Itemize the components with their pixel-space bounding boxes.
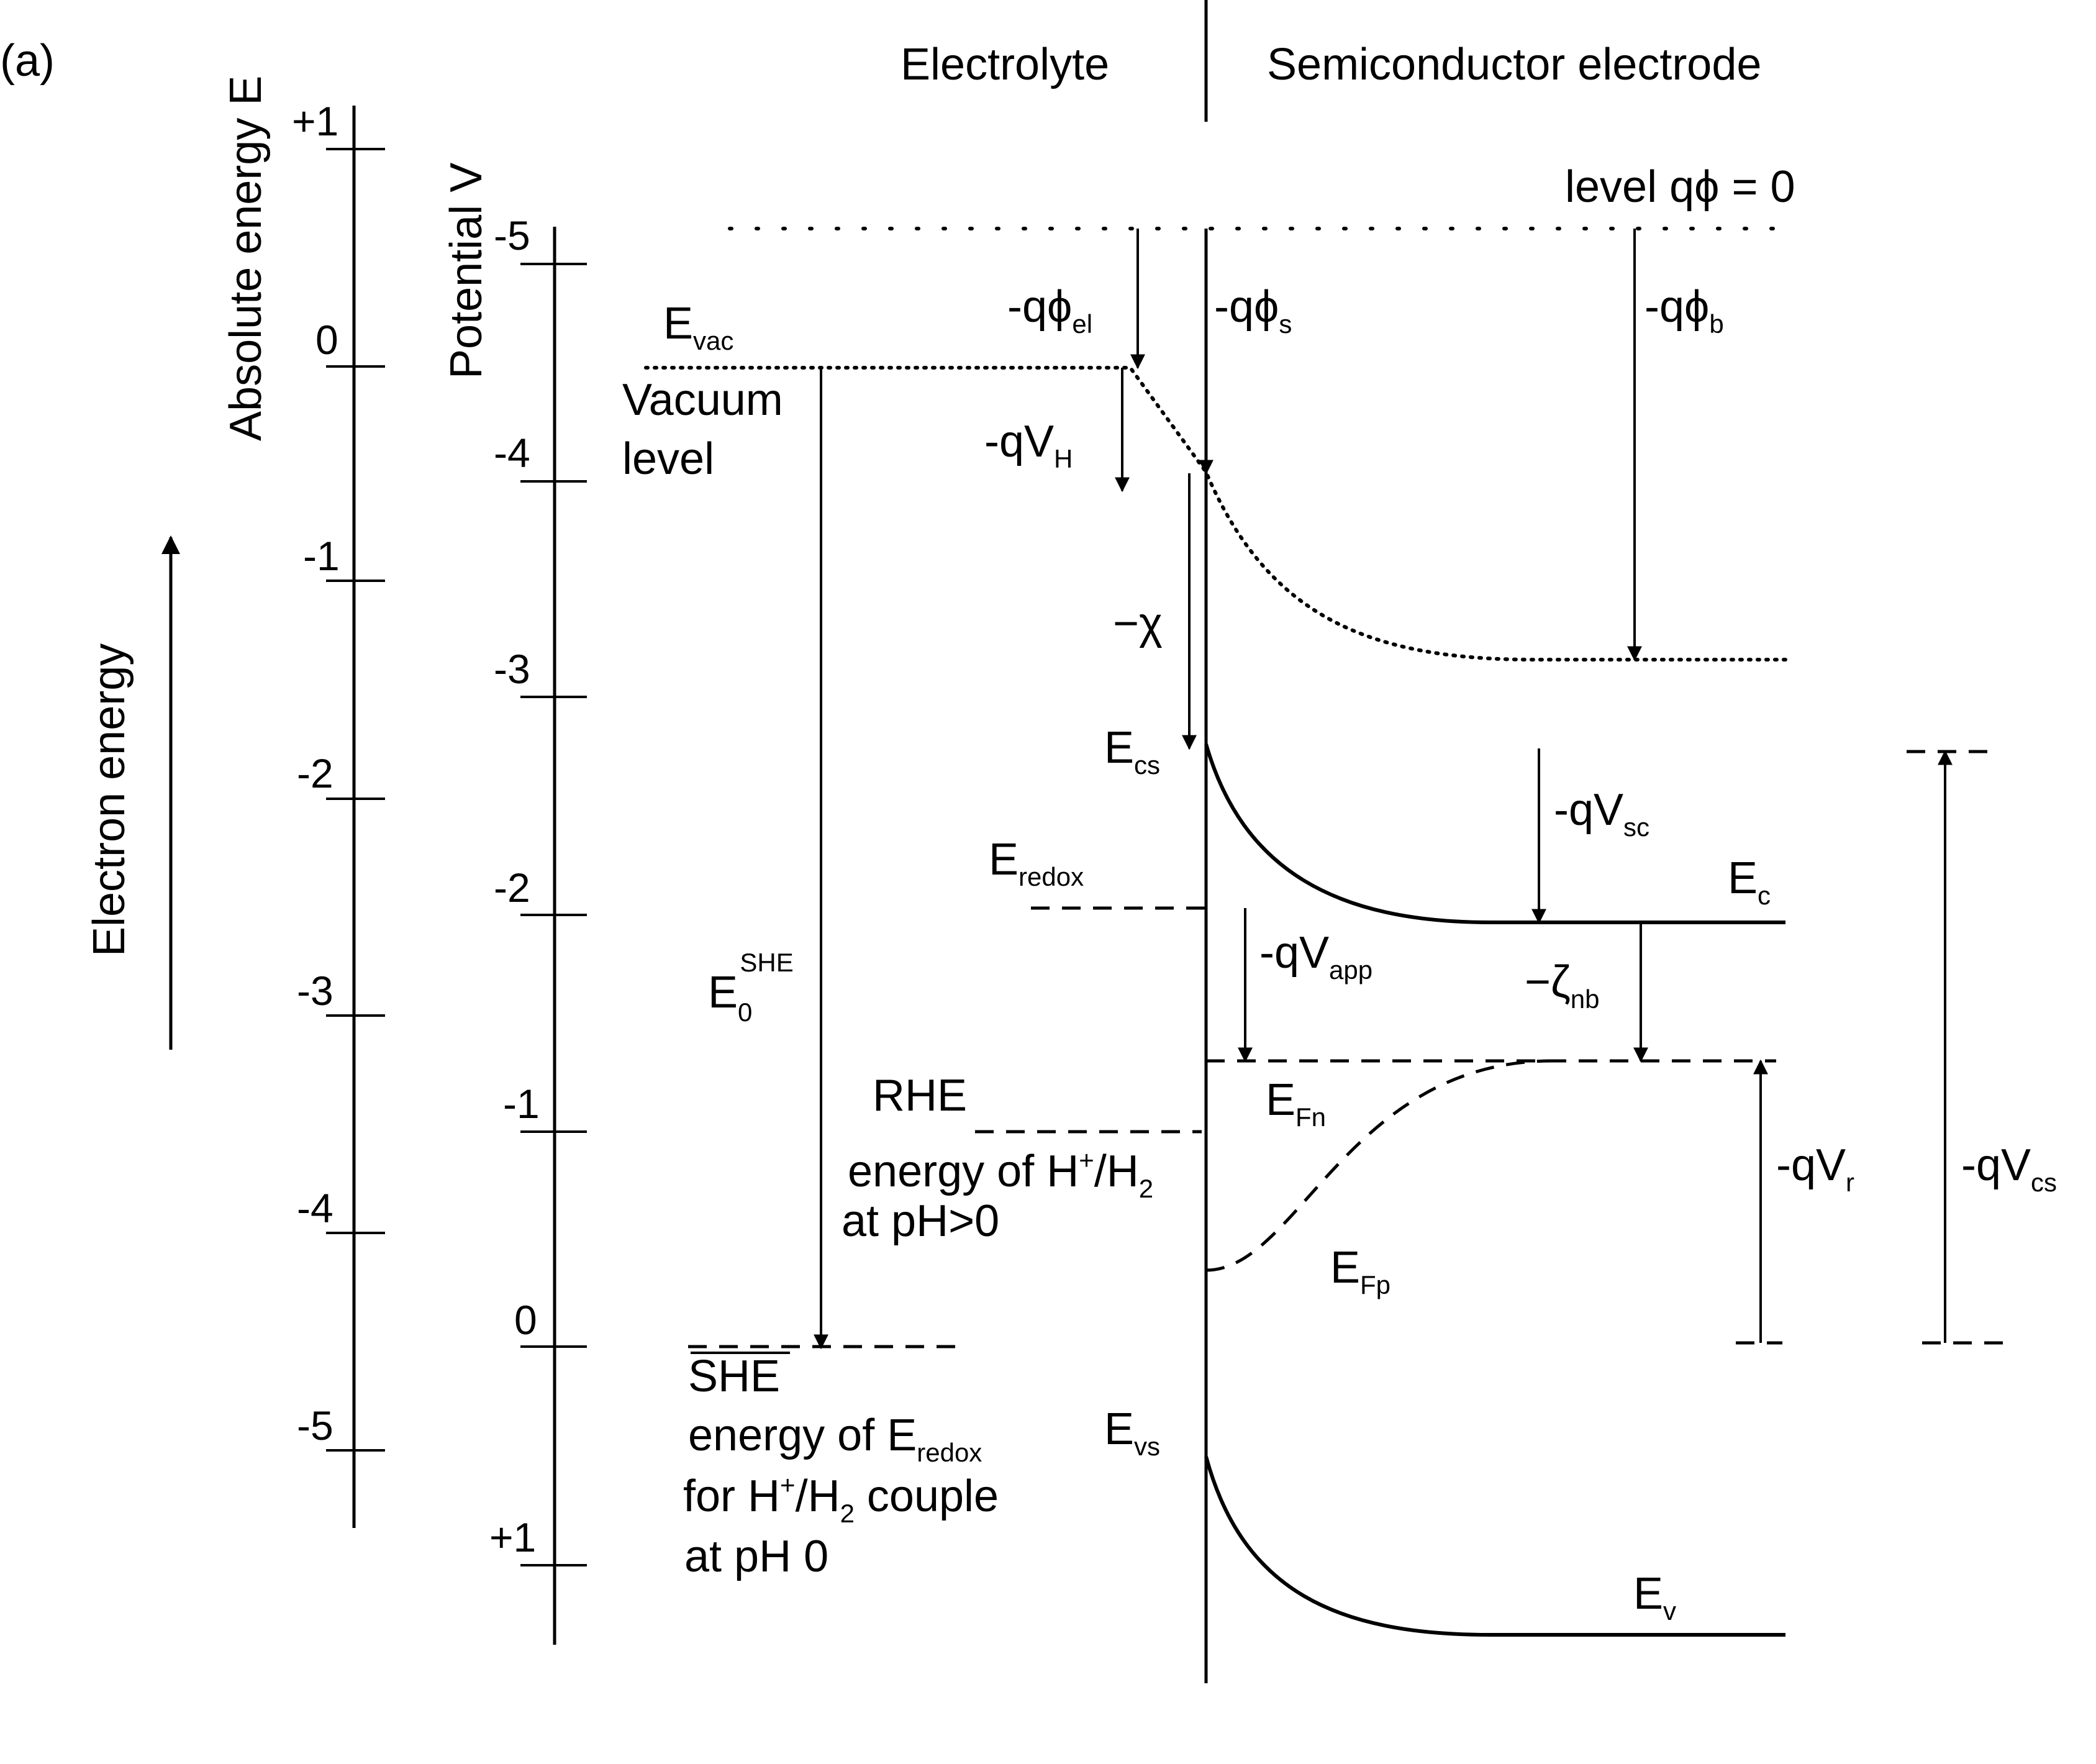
pot-tick-m2: -2 bbox=[494, 865, 530, 911]
pot-tick-p1: +1 bbox=[489, 1514, 536, 1560]
pot-tick-0: 0 bbox=[514, 1297, 537, 1343]
rhe-energy-label-2: at pH>0 bbox=[842, 1196, 999, 1246]
q-v-sc-label: -qVsc bbox=[1554, 785, 1649, 842]
e0-she-label: E0SHE bbox=[708, 948, 794, 1027]
vacuum-level-label-2: level bbox=[622, 434, 714, 484]
e-v-label: Ev bbox=[1633, 1569, 1676, 1625]
pot-tick-m4: -4 bbox=[494, 430, 530, 476]
vacuum-level-line bbox=[644, 366, 1787, 662]
abs-tick-m2: -2 bbox=[297, 750, 333, 796]
q-phi-s-label: -qϕs bbox=[1214, 282, 1292, 339]
zeta-nb-label: −ζnb bbox=[1525, 957, 1600, 1014]
abs-tick-m3: -3 bbox=[297, 968, 333, 1014]
q-v-cs-label: -qVcs bbox=[1961, 1140, 2057, 1197]
absolute-energy-label: Absolute energy E bbox=[221, 76, 271, 441]
abs-tick-m5: -5 bbox=[297, 1403, 333, 1448]
e-c-label: Ec bbox=[1728, 853, 1771, 910]
abs-tick-p1: +1 bbox=[292, 98, 338, 144]
she-label: SHE bbox=[688, 1352, 780, 1401]
pot-tick-m3: -3 bbox=[494, 646, 530, 692]
she-energy-label-2: for H+/H2 couple bbox=[683, 1470, 999, 1528]
abs-tick-m1: -1 bbox=[303, 533, 340, 579]
rhe-energy-label-1: energy of H+/H2 bbox=[848, 1145, 1153, 1203]
level-q-phi-zero-label: level qϕ = 0 bbox=[1565, 162, 1795, 212]
pot-tick-m5: -5 bbox=[494, 212, 530, 258]
electrolyte-header: Electrolyte bbox=[901, 40, 1109, 89]
valence-band bbox=[1204, 1456, 1785, 1637]
abs-tick-m4: -4 bbox=[297, 1185, 333, 1231]
absolute-energy-axis: +1 0 -1 -2 -3 -4 -5 bbox=[292, 98, 385, 1528]
vacuum-level-label-1: Vacuum bbox=[622, 375, 783, 425]
e-cs-label: Ecs bbox=[1104, 723, 1160, 780]
q-phi-b-label: -qϕb bbox=[1645, 282, 1724, 339]
q-v-h-label: -qVH bbox=[984, 417, 1073, 473]
potential-label: Potential V bbox=[442, 163, 491, 379]
q-v-r-label: -qVr bbox=[1776, 1140, 1854, 1197]
e-vs-label: Evs bbox=[1104, 1404, 1160, 1461]
pot-tick-m1: -1 bbox=[503, 1081, 540, 1127]
q-phi-el-label: -qϕel bbox=[1007, 282, 1092, 339]
e-fn-label: EFn bbox=[1266, 1075, 1326, 1132]
semiconductor-header: Semiconductor electrode bbox=[1267, 40, 1761, 89]
e-fp-label: EFp bbox=[1330, 1243, 1391, 1299]
e-redox-label: Eredox bbox=[989, 835, 1084, 891]
e-fp-curve bbox=[1205, 1059, 1553, 1272]
she-energy-label-3: at pH 0 bbox=[684, 1532, 828, 1581]
abs-tick-0: 0 bbox=[315, 317, 338, 363]
rhe-label: RHE bbox=[873, 1071, 967, 1121]
potential-axis: -5 -4 -3 -2 -1 0 +1 bbox=[489, 212, 587, 1645]
electron-energy-label: Electron energy bbox=[84, 643, 134, 957]
panel-label: (a) bbox=[0, 36, 55, 86]
e-vac-label: Evac bbox=[663, 299, 733, 355]
chi-label: −χ bbox=[1113, 599, 1163, 648]
conduction-band bbox=[1204, 743, 1785, 924]
q-v-app-label: -qVapp bbox=[1259, 928, 1372, 984]
she-energy-label-1: energy of Eredox bbox=[688, 1411, 982, 1467]
